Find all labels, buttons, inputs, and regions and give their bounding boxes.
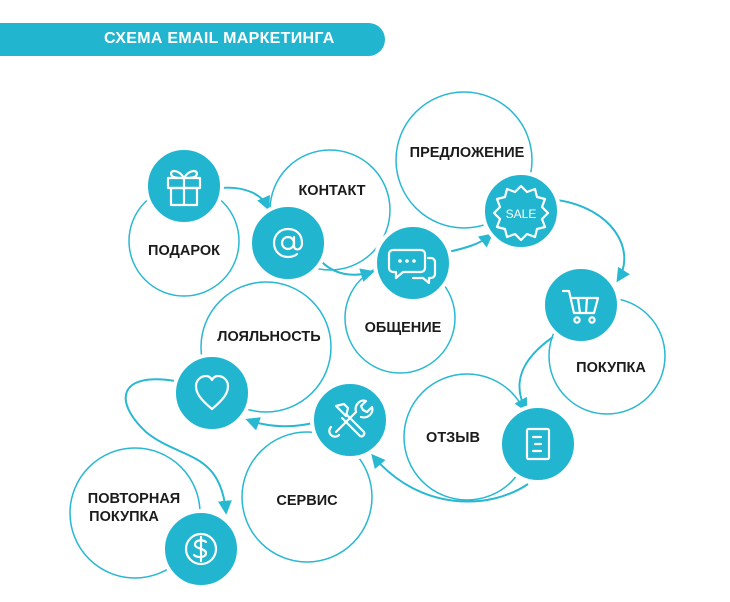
label-offer: ПРЕДЛОЖЕНИЕ (410, 145, 525, 161)
label-repeat-line2: ПОКУПКА (89, 509, 159, 525)
node-loyalty (172, 353, 252, 433)
title-banner: СХЕМА EMAIL МАРКЕТИНГА (0, 23, 385, 56)
arrow-purchase-to-review (514, 336, 554, 413)
arrow-contact-to-chat (321, 261, 375, 282)
arrow-chat-to-offer (447, 233, 494, 253)
label-loyalty: ЛОЯЛЬНОСТЬ (217, 329, 320, 345)
node-offer (481, 171, 561, 251)
node-chat (373, 223, 453, 303)
ring-service (241, 431, 373, 563)
at-sign-icon (272, 227, 304, 259)
document-icon (525, 427, 551, 461)
arrow-loyalty-to-repeat (124, 378, 232, 515)
arrow-service-to-loyalty (245, 417, 317, 431)
label-contact: КОНТАКТ (298, 183, 365, 199)
node-contact (248, 203, 328, 283)
node-purchase (541, 265, 621, 345)
gift-icon (166, 169, 202, 207)
dollar-coin-icon (184, 532, 218, 566)
node-service (310, 380, 390, 460)
sale-badge-icon: SALE (492, 184, 550, 242)
label-chat: ОБЩЕНИЕ (365, 320, 442, 336)
label-review: ОТЗЫВ (426, 430, 480, 446)
arrow-gift-to-contact (219, 186, 271, 211)
label-service: СЕРВИС (276, 493, 338, 509)
tools-icon (328, 399, 374, 438)
arrow-offer-to-purchase (556, 199, 630, 283)
page-title: СХЕМА EMAIL МАРКЕТИНГА (104, 30, 335, 47)
heart-icon (194, 374, 230, 411)
shopping-cart-icon (561, 289, 600, 324)
label-gift: ПОДАРОК (148, 243, 220, 259)
label-purchase: ПОКУПКА (576, 360, 646, 376)
label-repeat-line1: ПОВТОРНАЯ (88, 491, 180, 507)
chat-bubbles-icon (387, 248, 437, 285)
sale-badge-text: SALE (506, 207, 537, 221)
arrow-review-to-service (371, 453, 529, 503)
